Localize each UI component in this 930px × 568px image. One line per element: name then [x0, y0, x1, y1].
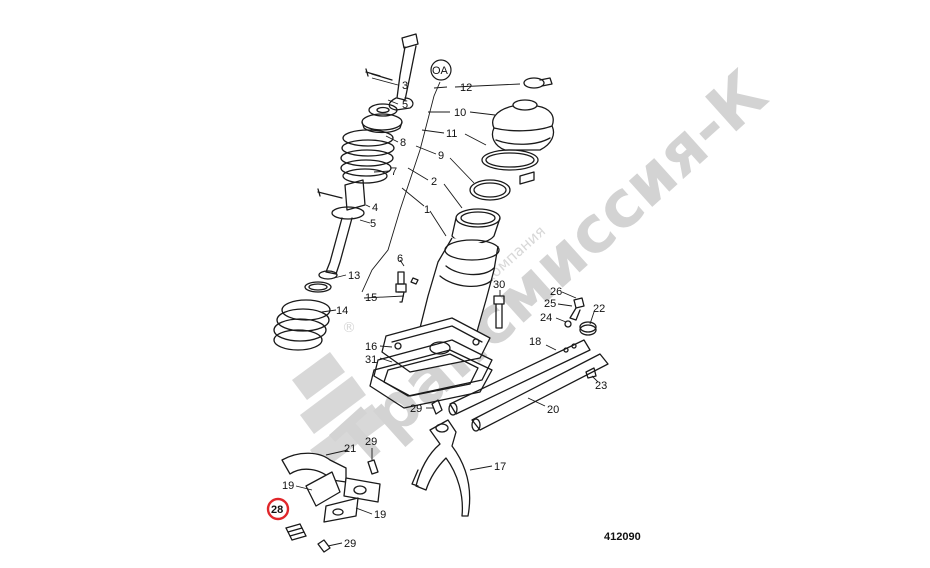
callout-oa: OA [432, 65, 449, 77]
o-ring-stack [273, 299, 331, 351]
watermark: Трансмиссия-К оптовая компания ® [292, 57, 781, 482]
washer-upper [368, 103, 398, 117]
hose-clip [523, 77, 553, 89]
callout-19-lower: 19 [374, 509, 386, 521]
callouts: OA 3 5 8 7 4 5 6 13 15 14 12 10 11 9 2 1… [266, 59, 607, 550]
rubber-gaiter [491, 99, 555, 151]
callout-8: 8 [400, 137, 406, 149]
callout-28: 28 [271, 504, 283, 516]
callout-29-upper: 29 [365, 436, 377, 448]
callout-29-mid: 29 [410, 403, 422, 415]
callout-12: 12 [460, 82, 472, 94]
pin-small [585, 367, 597, 379]
callout-10: 10 [454, 107, 466, 119]
callout-30: 30 [493, 279, 505, 291]
selector-fork-small [281, 452, 381, 523]
callout-3: 3 [402, 80, 408, 92]
bush-sleeve [451, 208, 501, 245]
callout-9: 9 [438, 150, 444, 162]
callout-31: 31 [365, 354, 377, 366]
watermark-registered-mark: ® [342, 320, 356, 336]
selector-housing [381, 237, 500, 373]
callout-29-lower: 29 [344, 538, 356, 550]
callout-20: 20 [547, 404, 559, 416]
pin-upper [365, 68, 393, 81]
callout-4: 4 [372, 202, 378, 214]
callout-15: 15 [365, 292, 377, 304]
gear-lever-lower [318, 179, 366, 280]
callout-24: 24 [540, 312, 552, 324]
callout-13: 13 [348, 270, 360, 282]
callout-5-lower: 5 [370, 218, 376, 230]
pin-lower [317, 188, 343, 199]
selector-rail-lower [471, 353, 609, 432]
callout-6: 6 [397, 253, 403, 265]
callout-18: 18 [529, 336, 541, 348]
callout-1: 1 [424, 204, 430, 216]
roll-pin-upper [367, 459, 379, 475]
callout-7: 7 [391, 166, 397, 178]
callout-25: 25 [544, 298, 556, 310]
o-ring-small [304, 281, 332, 293]
callout-26: 26 [550, 286, 562, 298]
gasket-set [369, 339, 493, 409]
callout-16: 16 [365, 341, 377, 353]
oa-callout-circle [430, 59, 452, 81]
watermark-brand: Трансмиссия-К [321, 57, 781, 482]
detent-spring [285, 523, 307, 541]
selector-fork-large [411, 419, 471, 517]
bolt [493, 295, 505, 329]
clamp-band [481, 149, 539, 185]
callout-21: 21 [344, 443, 356, 455]
spring-coil [340, 129, 395, 184]
highlight-ring [266, 497, 290, 521]
callout-19-upper: 19 [282, 480, 294, 492]
roll-pin-mid [431, 399, 443, 415]
plug-cap [579, 321, 597, 336]
gear-lever-upper [388, 33, 419, 111]
watermark-logo [292, 352, 386, 469]
callout-11: 11 [446, 128, 457, 140]
callout-2: 2 [431, 176, 437, 188]
callout-17: 17 [494, 461, 506, 473]
diagram-reference-number: 412090 [604, 531, 641, 543]
detent-bolt [564, 297, 585, 328]
leader-lines [295, 77, 599, 547]
callout-5-upper: 5 [402, 99, 408, 111]
breather-valve [395, 271, 419, 303]
callout-22: 22 [593, 303, 605, 315]
circlip [469, 179, 511, 201]
seat-cup [361, 113, 403, 134]
callout-23: 23 [595, 380, 607, 392]
callout-14: 14 [336, 305, 348, 317]
selector-rail-upper [448, 339, 591, 416]
roll-pin-lower [317, 539, 331, 553]
